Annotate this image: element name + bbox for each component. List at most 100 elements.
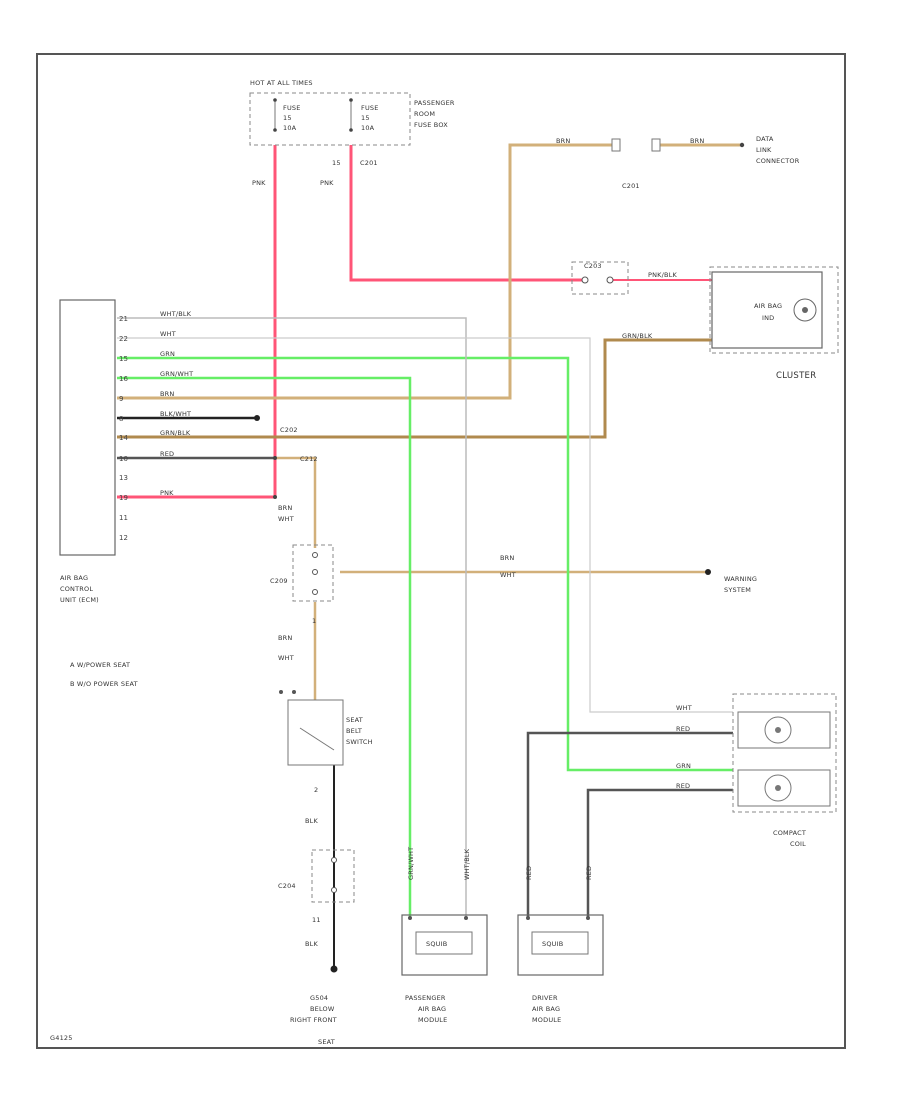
svg-text:WHT: WHT [278,515,294,523]
svg-text:FUSE: FUSE [361,104,379,112]
fuse-box-name-1: PASSENGER [414,99,455,107]
svg-text:15: 15 [283,114,292,122]
svg-text:11: 11 [119,514,128,522]
fuse-box-name-3: FUSE BOX [414,121,448,129]
svg-text:IND: IND [762,314,774,322]
svg-text:SEAT: SEAT [346,716,363,724]
fuse-left: FUSE 15 10A [273,98,300,132]
svg-text:PASSENGER: PASSENGER [405,994,446,1002]
svg-text:GRN/WHT: GRN/WHT [160,370,193,378]
svg-text:15: 15 [119,355,128,363]
svg-text:BRN: BRN [278,504,292,512]
svg-text:C204: C204 [278,882,296,890]
note-b: B W/O POWER SEAT [70,680,138,688]
svg-text:WHT: WHT [160,330,176,338]
svg-text:2: 2 [314,786,318,794]
svg-text:CONNECTOR: CONNECTOR [756,157,800,165]
wire-grnblk-indicator [117,338,712,439]
svg-text:RED: RED [160,450,174,458]
svg-text:C212: C212 [300,455,318,463]
svg-text:AIR BAG: AIR BAG [754,302,782,310]
svg-text:AIR BAG: AIR BAG [60,574,88,582]
svg-text:RED: RED [585,866,593,880]
svg-text:WHT/BLK: WHT/BLK [463,848,471,880]
svg-text:FUSE: FUSE [283,104,301,112]
cluster-label: CLUSTER [776,371,816,381]
svg-text:15: 15 [332,159,341,167]
svg-text:WHT/BLK: WHT/BLK [160,310,192,318]
ground-icon [330,965,338,973]
fuse-box-name-2: ROOM [414,110,435,118]
wire-pnk-indicator [349,145,585,282]
svg-text:10A: 10A [361,124,375,132]
data-link-connector: BRN BRN C201 DATA LINK CONNECTOR [556,135,800,190]
svg-text:10A: 10A [283,124,297,132]
svg-text:RED: RED [676,725,690,733]
svg-text:C201: C201 [622,182,640,190]
svg-text:12: 12 [119,534,128,542]
svg-text:C209: C209 [270,577,288,585]
diagram-frame [36,53,846,1049]
svg-text:CONTROL: CONTROL [60,585,93,593]
svg-text:PNK: PNK [160,489,174,497]
svg-text:WHT: WHT [500,571,516,579]
wires [117,143,742,968]
svg-text:WHT: WHT [278,654,294,662]
svg-text:SQUIB: SQUIB [542,940,563,948]
svg-text:PNK: PNK [320,179,334,187]
passenger-air-bag-module: GRN/WHT WHT/BLK SQUIB PASSENGER AIR BAG … [401,847,488,1024]
svg-text:SYSTEM: SYSTEM [724,586,751,594]
svg-text:WARNING: WARNING [724,575,757,583]
svg-text:DATA: DATA [756,135,774,143]
cluster: C203 PNK/BLK GRN/BLK AIR BAG IND CLUSTER [571,261,839,381]
svg-text:19: 19 [119,494,128,502]
passenger-room-fuse-box: HOT AT ALL TIMES FUSE 15 10A FUSE 15 10A… [249,79,455,187]
svg-text:11: 11 [312,916,321,924]
ground-dot-icon [254,415,260,421]
svg-text:SQUIB: SQUIB [426,940,447,948]
svg-text:GRN/BLK: GRN/BLK [160,429,191,437]
wire-grn-coil [117,356,733,772]
svg-text:BELT: BELT [346,727,362,735]
driver-air-bag-module: RED RED SQUIB DRIVER AIR BAG MODULE [517,866,604,1024]
svg-text:22: 22 [119,335,128,343]
fuse-right: FUSE 15 10A [349,98,378,132]
svg-text:BRN: BRN [500,554,514,562]
figure-id: G4125 [50,1034,73,1042]
svg-text:RED: RED [525,866,533,880]
svg-text:MODULE: MODULE [532,1016,561,1024]
svg-text:BRN: BRN [278,634,292,642]
wire-brn-datalink [117,143,612,400]
svg-text:UNIT (ECM): UNIT (ECM) [60,596,99,604]
svg-text:DRIVER: DRIVER [532,994,558,1002]
svg-text:LINK: LINK [756,146,772,154]
svg-text:GRN: GRN [160,350,175,358]
svg-text:MODULE: MODULE [418,1016,447,1024]
svg-text:15: 15 [361,114,370,122]
svg-text:1: 1 [312,617,316,625]
connector-c209: BRN WHT C209 BRN WHT WARNING SYSTEM 1 BR… [270,504,757,662]
svg-text:BRN: BRN [556,137,570,145]
svg-text:BLK: BLK [305,940,318,948]
note-a: A W/POWER SEAT [70,661,130,669]
svg-text:21: 21 [119,315,128,323]
svg-text:13: 13 [119,474,128,482]
wire-wht-coil [117,337,733,713]
svg-text:9: 9 [119,395,123,403]
wire-pnk-ecu [117,145,277,499]
svg-text:AIR BAG: AIR BAG [418,1005,446,1013]
fuse-box-hot-label: HOT AT ALL TIMES [250,79,313,87]
wire-grnwht-passenger [117,376,412,918]
svg-text:GRN/WHT: GRN/WHT [407,847,415,880]
svg-text:G504: G504 [310,994,328,1002]
svg-text:GRN: GRN [676,762,691,770]
svg-text:SEAT: SEAT [318,1038,335,1046]
seat-belt-switch: SEAT BELT SWITCH 2 BLK [279,690,372,825]
svg-text:COMPACT: COMPACT [773,829,806,837]
wire-red-coil-2 [586,788,733,918]
wire-whtblk-passenger [117,317,467,918]
compact-coil: WHT RED GRN RED COMPACT COIL [676,693,837,848]
svg-text:WHT: WHT [676,704,692,712]
svg-text:BELOW: BELOW [310,1005,335,1013]
